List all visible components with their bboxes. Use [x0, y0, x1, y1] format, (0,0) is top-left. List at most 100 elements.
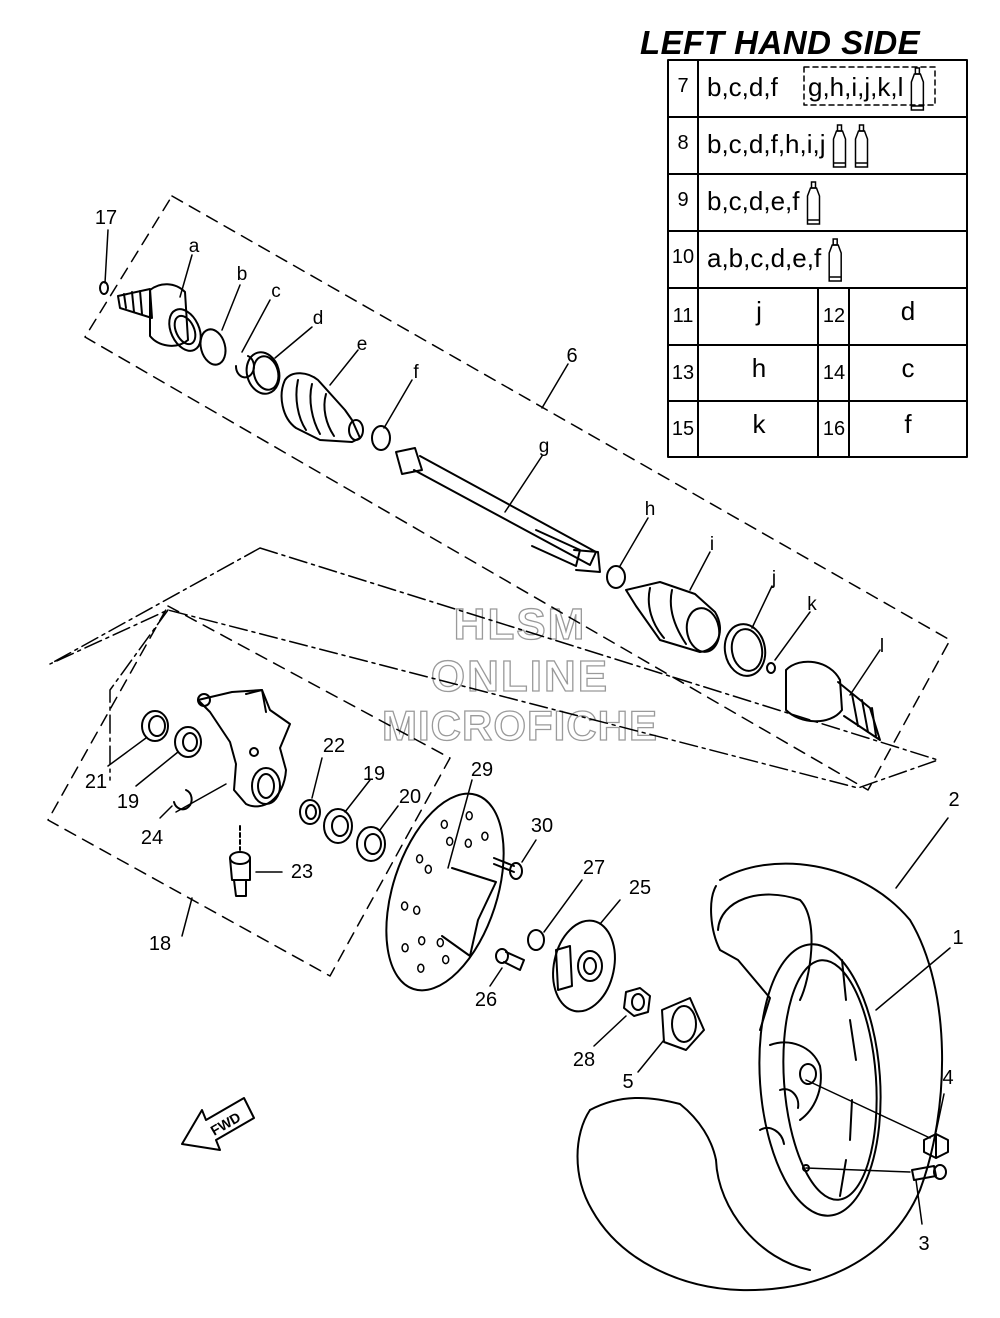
callout-j: j: [771, 568, 776, 589]
part-1-wheel: [758, 943, 882, 1217]
callout-26: 26: [475, 989, 497, 1011]
kit-pair-number: 11: [673, 305, 694, 327]
watermark-line-3: MICROFICHE: [381, 701, 658, 749]
callout-22: 22: [323, 735, 345, 757]
disc-hole: [412, 905, 421, 916]
callout-d: d: [313, 308, 324, 329]
kit-table: [667, 59, 968, 458]
disc-hole: [481, 831, 489, 841]
part-e-boot: [280, 372, 364, 443]
disc-hole: [415, 854, 424, 864]
callout-2: 2: [948, 789, 959, 811]
grease-tube-icon: [832, 124, 847, 168]
part-i-boot: [625, 581, 721, 653]
part-19-bearing-right: [323, 808, 353, 844]
part-b-circlip: [199, 328, 227, 366]
disc-hole: [441, 954, 450, 965]
part-24-circlip: [173, 789, 193, 811]
disc-hole: [400, 901, 409, 911]
part-22-collar: [299, 799, 321, 825]
watermark-line-2: ONLINE: [430, 651, 610, 701]
kit-pair-part: h: [752, 353, 766, 383]
callout-b: b: [237, 264, 248, 285]
kit-row-number: 8: [677, 132, 688, 154]
part-f-band: [371, 425, 391, 451]
callout-29: 29: [471, 759, 493, 781]
callout-21: 21: [85, 771, 107, 793]
part-d-band: [245, 351, 281, 395]
kit-pair-number: 15: [672, 418, 694, 440]
callout-f: f: [413, 362, 419, 383]
callout-6: 6: [566, 345, 577, 367]
grease-tube-icon: [910, 67, 925, 111]
part-2-tire: [576, 862, 944, 1292]
kit-pair-number: 14: [823, 362, 845, 384]
kit-row-parts: b,c,d,e,f: [707, 186, 800, 216]
kit-pair-part: k: [753, 409, 767, 439]
kit-pair-part: f: [904, 409, 912, 439]
callout-28: 28: [573, 1049, 595, 1071]
part-h-band: [606, 565, 626, 589]
callout-c: c: [271, 281, 281, 302]
grease-tube-icon: [854, 124, 869, 168]
part-j-band: [723, 623, 767, 677]
kit-row-number: 7: [677, 75, 688, 97]
callout-3: 3: [918, 1233, 929, 1255]
part-3-valve: [911, 1164, 947, 1181]
fwd-arrow-icon: [181, 1097, 255, 1151]
grease-tube-icon: [806, 181, 821, 225]
kit-row-parts: b,c,d,f,h,i,j: [707, 129, 826, 159]
callout-a: a: [189, 236, 200, 257]
kit-row-parts: b,c,d,f: [707, 72, 779, 102]
page-title: LEFT HAND SIDE: [640, 24, 921, 61]
knuckle-assembly-outline: [49, 547, 939, 789]
callout-18: 18: [149, 933, 171, 955]
part-17-circlip: [99, 281, 109, 295]
part-c-circlip: [234, 355, 255, 379]
outer-cv-joint: [117, 283, 202, 352]
part-27-o-ring: [527, 929, 545, 951]
kit-pair-part: d: [901, 296, 915, 326]
part-k-clip: [766, 662, 776, 674]
callout-17: 17: [95, 207, 117, 229]
part-4-wheel-nut: [923, 1133, 949, 1159]
grease-tube-icon: [828, 238, 842, 282]
part-19-bearing-left: [174, 726, 202, 758]
disc-hole: [417, 935, 426, 946]
callout-i: i: [710, 534, 714, 555]
part-5-hub-cap: [661, 997, 705, 1051]
disc-hole: [417, 963, 425, 973]
part-g-shaft: [395, 447, 601, 573]
disc-hole: [424, 864, 433, 874]
kit-pair-part: j: [755, 296, 762, 326]
callout-h: h: [645, 499, 656, 520]
part-28-nut: [623, 987, 651, 1017]
callout-19: 19: [117, 791, 139, 813]
driveshaft-group-outline: [84, 195, 951, 791]
callout-24: 24: [141, 827, 163, 849]
disc-hole: [465, 811, 473, 821]
callout-27: 27: [583, 857, 605, 879]
kit-row-boxed-parts: g,h,i,j,k,l: [808, 72, 903, 102]
knuckle: [197, 689, 291, 808]
callout-5: 5: [622, 1071, 633, 1093]
part-23-ball-joint: [229, 825, 251, 897]
callout-30: 30: [531, 815, 553, 837]
kit-pair-number: 13: [672, 362, 694, 384]
disc-hole: [464, 838, 473, 849]
callout-l: l: [880, 636, 884, 657]
kit-row-number: 9: [677, 189, 688, 211]
callout-4: 4: [942, 1067, 953, 1089]
part-l-inner-cv-joint: [785, 660, 881, 741]
kit-row-parts: a,b,c,d,e,f: [707, 243, 822, 273]
kit-pair-part: c: [902, 353, 915, 383]
kit-row-number: 10: [672, 246, 694, 268]
part-26-bolt: [495, 948, 525, 971]
kit-pair-number: 16: [823, 418, 845, 440]
callout-19: 19: [363, 763, 385, 785]
callout-20: 20: [399, 786, 421, 808]
callout-e: e: [357, 334, 368, 355]
part-21-oil-seal: [141, 710, 169, 742]
watermark-line-1: HLSM: [453, 599, 587, 649]
